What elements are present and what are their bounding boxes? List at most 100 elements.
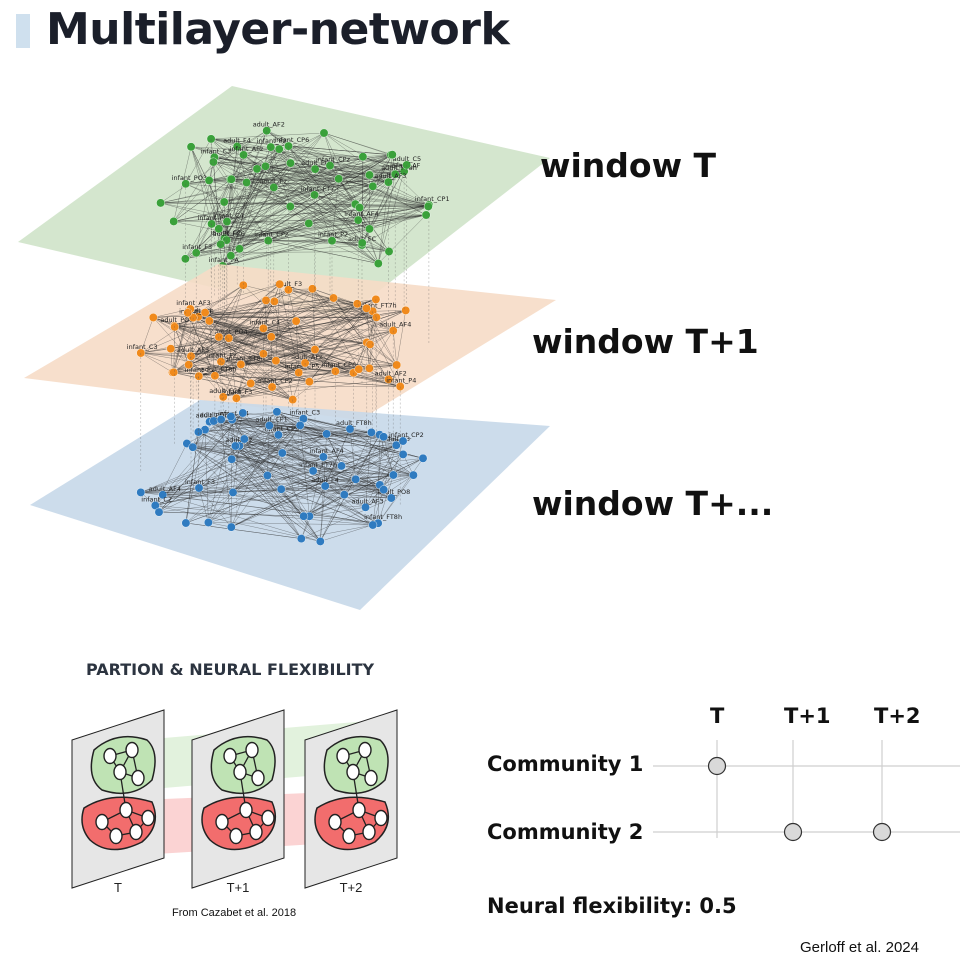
network-node <box>371 294 381 304</box>
node-label: infant_P2 <box>318 231 348 239</box>
network-node <box>408 470 418 480</box>
column-header-t: T <box>710 704 725 728</box>
network-node <box>272 407 282 417</box>
network-node <box>355 203 364 213</box>
layer-label-window-t: window T <box>540 146 717 185</box>
node-label: adult_FC6 <box>209 387 241 395</box>
network-node <box>361 502 370 512</box>
node-label: infant_C2 <box>141 496 172 504</box>
network-node <box>194 483 204 493</box>
node-label: infant_Fz <box>207 352 237 360</box>
network-node <box>261 161 270 171</box>
node-label: infant_C4 <box>213 212 244 220</box>
network-node <box>368 181 378 191</box>
graph-node <box>336 747 350 765</box>
membership-marker <box>707 756 727 776</box>
node-label: infant_F3 <box>222 388 252 396</box>
layer-plane <box>30 400 550 610</box>
graph-node <box>131 769 145 787</box>
graph-node <box>352 801 366 819</box>
network-node <box>358 152 368 162</box>
network-node <box>295 420 305 430</box>
node-label: infant_F3 <box>182 243 212 251</box>
row-label-community-2: Community 2 <box>487 820 644 844</box>
network-node <box>366 427 376 437</box>
network-node <box>170 322 180 332</box>
graph-node <box>261 809 275 827</box>
graph-node <box>109 827 123 845</box>
node-label: infant_CP6 <box>321 361 356 369</box>
network-node <box>365 339 375 349</box>
network-node <box>136 487 146 497</box>
network-node <box>373 259 383 268</box>
network-node <box>351 474 361 484</box>
row-label-community-1: Community 1 <box>487 752 644 776</box>
node-label: infant_C3 <box>127 343 158 351</box>
network-node <box>398 436 408 446</box>
node-label: infant_CP6 <box>275 136 310 144</box>
node-label: infant_AFz <box>230 145 264 153</box>
network-node <box>379 432 388 442</box>
network-node <box>169 216 179 226</box>
node-label: infant_CP5 <box>285 363 320 371</box>
slice-label: T+2 <box>340 880 363 895</box>
network-node <box>150 501 160 510</box>
partition-slice-1 <box>71 709 165 889</box>
network-node <box>291 316 301 326</box>
network-node <box>320 481 330 491</box>
title-accent-bar <box>16 14 30 48</box>
graph-node <box>342 827 356 845</box>
network-node <box>204 316 214 326</box>
network-node <box>379 485 389 495</box>
network-node <box>227 454 237 464</box>
node-label: infant_CPz <box>316 156 351 164</box>
network-node <box>276 484 286 494</box>
node-label: adult_FT8h <box>201 366 237 374</box>
node-label: infant_AF3 <box>176 299 210 307</box>
network-node <box>181 518 191 528</box>
network-node <box>148 313 158 322</box>
network-node <box>310 345 320 354</box>
network-node <box>228 487 238 497</box>
network-node <box>387 150 397 160</box>
graph-node <box>141 809 155 827</box>
graph-node <box>245 741 259 759</box>
network-node <box>226 251 236 261</box>
node-label: infant_C4 <box>249 318 280 326</box>
network-node <box>318 452 328 462</box>
graph-node <box>95 813 109 831</box>
node-label: adult_PO8 <box>301 159 334 167</box>
network-node <box>204 175 214 185</box>
network-node <box>203 518 213 527</box>
network-node <box>239 434 249 444</box>
node-label: infant_AF4 <box>344 210 378 218</box>
network-node <box>235 244 244 254</box>
network-node <box>299 511 309 521</box>
node-label: infant_CP1 <box>415 195 450 203</box>
network-node <box>169 367 179 377</box>
network-node <box>156 198 166 208</box>
node-label: infant_CP2 <box>258 377 293 385</box>
network-node <box>275 279 285 289</box>
graph-node <box>374 809 388 827</box>
page-title: Multilayer-network <box>46 4 510 55</box>
network-node <box>304 218 314 228</box>
network-node <box>208 157 218 167</box>
node-label: adult_F4 <box>311 476 339 484</box>
membership-marker <box>872 822 892 842</box>
node-label: adult_PO4 <box>196 412 229 420</box>
node-label: infant_C2 <box>211 228 242 236</box>
node-label: infant_P4 <box>386 377 416 385</box>
network-node <box>285 202 295 211</box>
node-label: infant_FT7h <box>359 301 397 309</box>
graph-node <box>346 763 360 781</box>
column-header-t2: T+2 <box>874 704 921 728</box>
network-node <box>273 430 283 440</box>
network-node <box>368 520 378 530</box>
neural-flexibility-value: Neural flexibility: 0.5 <box>487 894 737 918</box>
network-node <box>384 247 394 256</box>
node-label: adult_C5 <box>393 155 422 163</box>
network-node <box>337 461 346 471</box>
network-node <box>261 295 271 305</box>
node-label: adult_AF2 <box>375 369 407 377</box>
